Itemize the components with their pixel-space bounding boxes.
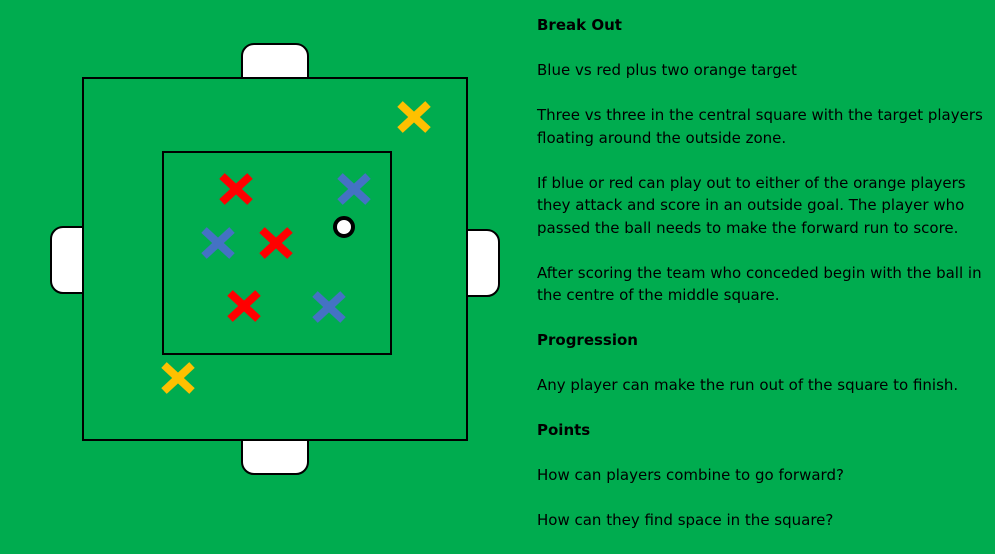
player-blue-marker xyxy=(201,227,235,259)
player-red-marker xyxy=(227,290,261,322)
player-blue-marker xyxy=(312,291,346,323)
drill-setup-text: Three vs three in the central square wit… xyxy=(537,106,983,147)
player-red-marker xyxy=(259,227,293,259)
football-icon xyxy=(333,216,355,238)
player-orange-marker xyxy=(161,362,195,394)
player-red-marker xyxy=(219,173,253,205)
drill-restart-text: After scoring the team who conceded begi… xyxy=(537,263,982,305)
progression-text: Any player can make the run out of the s… xyxy=(537,376,959,394)
player-blue-marker xyxy=(337,173,371,205)
drill-title: Break Out xyxy=(537,16,622,34)
drill-description: Break Out Blue vs red plus two orange ta… xyxy=(537,14,993,554)
player-orange-marker xyxy=(397,101,431,133)
players xyxy=(161,101,431,394)
coaching-point-2: How can they find space in the square? xyxy=(537,511,834,529)
drill-rules-text: If blue or red can play out to either of… xyxy=(537,173,966,237)
drill-intro: Blue vs red plus two orange target xyxy=(537,61,797,79)
progression-heading: Progression xyxy=(537,331,638,349)
coaching-point-1: How can players combine to go forward? xyxy=(537,466,844,484)
points-heading: Points xyxy=(537,421,591,439)
